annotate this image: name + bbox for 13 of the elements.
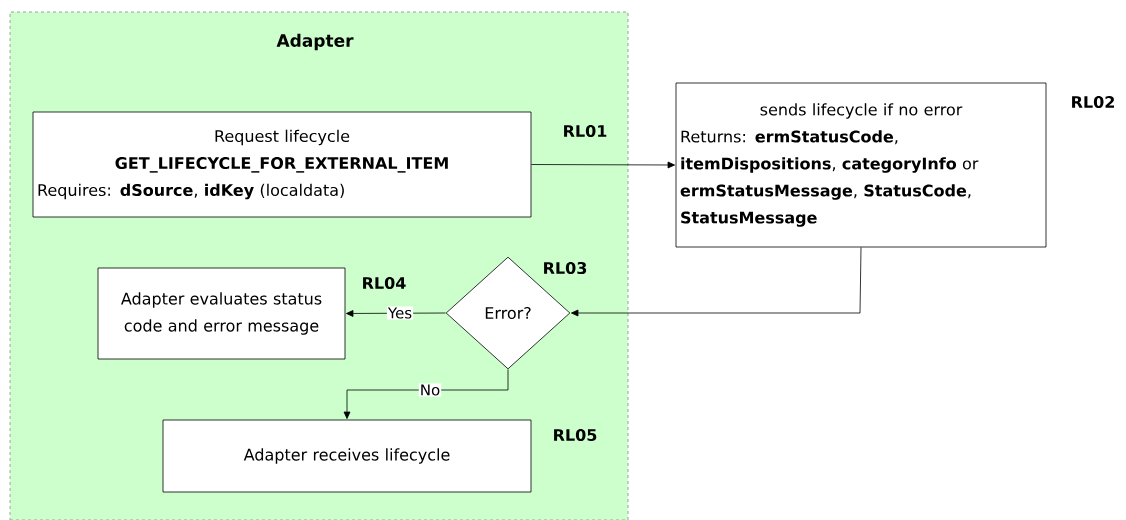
process-box: Adapter receives lifecycle	[162, 419, 532, 493]
edge-label: Yes	[386, 306, 414, 320]
step-number: RL05	[554, 428, 597, 442]
arrow	[571, 247, 862, 317]
step-number: RL02	[1072, 95, 1114, 109]
process-box: sends lifecycle if no error Returns: ermStatusCode, itemDispositions, categoryInfo or ermStatusMessage, StatusCode, StatusMessage	[675, 82, 1047, 248]
process-box: Request lifecycle GET_LIFECYCLE_FOR_EXTERNAL_ITEM Requires: dSource, idKey (localdata)	[32, 111, 532, 218]
step-number: RL01	[564, 124, 607, 138]
edge-label: No	[418, 383, 442, 397]
arrow	[531, 161, 675, 169]
process-box: Adapter evaluates status code and error message	[97, 267, 346, 360]
step-number: RL04	[363, 276, 406, 290]
arrow	[343, 369, 509, 419]
